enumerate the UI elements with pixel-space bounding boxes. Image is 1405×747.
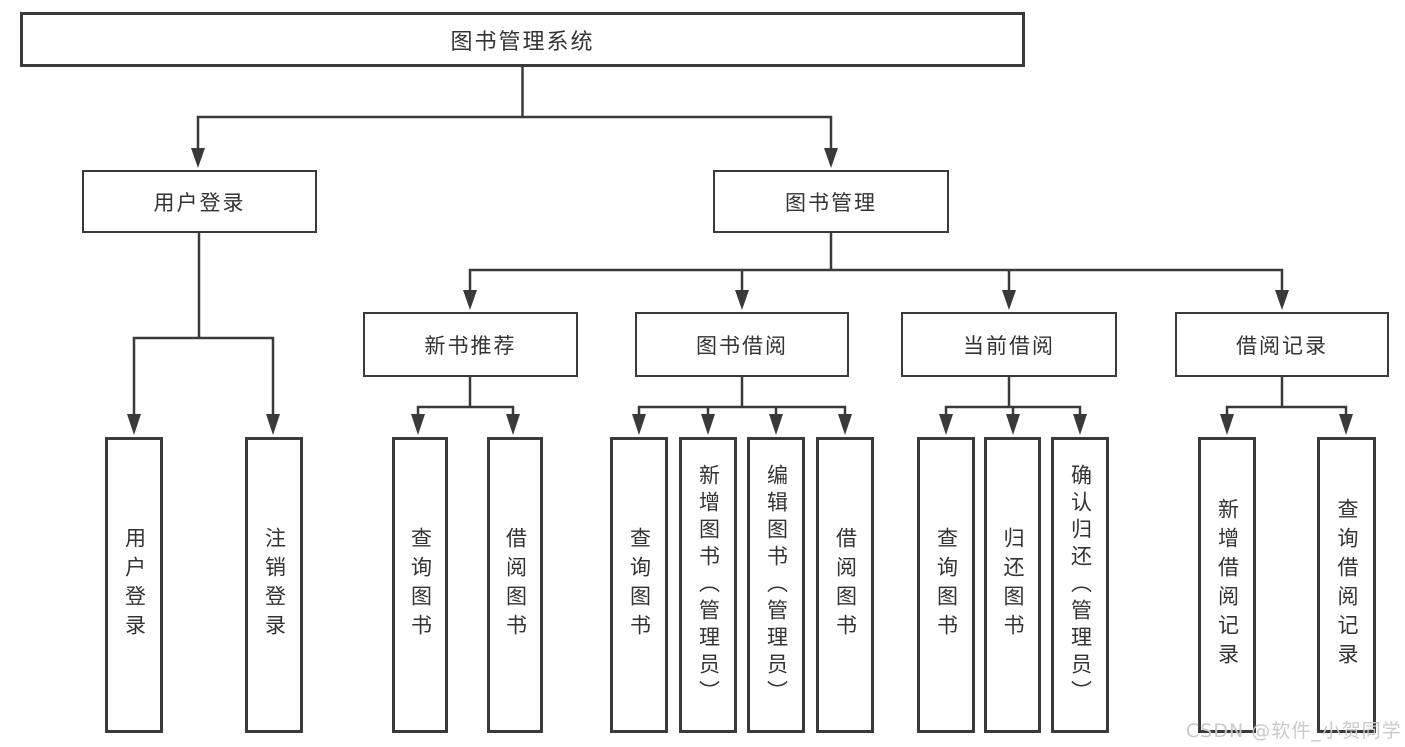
watermark: CSDN @软件_小贺同学 [1186,720,1402,742]
node-root-label: 图书管理系统 [450,29,595,55]
leaf-nbr-borrow-books-label: 借阅图书 [503,527,528,643]
node-borrow-records-label: 借阅记录 [1236,333,1328,358]
leaf-cb-return-books-label: 归还图书 [1001,527,1025,643]
leaf-bb-borrow-books-label: 借阅图书 [833,527,858,643]
leaf-logout: 注销登录 [245,437,303,733]
node-user-login-label: 用户登录 [153,190,246,215]
leaf-user-login-label: 用户登录 [122,527,147,643]
leaf-cb-confirm-return-admin-label: 确认归还（管理员） [1068,463,1093,707]
node-new-book-recommend: 新书推荐 [363,312,578,377]
node-root: 图书管理系统 [20,12,1025,67]
leaf-bb-add-book-admin: 新增图书（管理员） [679,437,737,733]
node-current-borrow: 当前借阅 [901,312,1117,377]
leaf-user-login: 用户登录 [105,437,163,733]
node-book-management: 图书管理 [713,170,949,233]
leaf-cb-confirm-return-admin: 确认归还（管理员） [1051,437,1109,733]
leaf-nbr-borrow-books: 借阅图书 [487,437,543,733]
node-book-management-label: 图书管理 [785,190,877,215]
leaf-nbr-query-books: 查询图书 [392,437,448,733]
leaf-bb-edit-book-admin-label: 编辑图书（管理员） [764,463,789,707]
node-book-borrow-label: 图书借阅 [696,333,788,358]
node-borrow-records: 借阅记录 [1175,312,1389,377]
node-book-borrow: 图书借阅 [635,312,849,377]
leaf-br-query-borrow-record-label: 查询借阅记录 [1335,498,1359,672]
leaf-br-add-borrow-record: 新增借阅记录 [1198,437,1256,733]
leaf-br-query-borrow-record: 查询借阅记录 [1317,437,1376,733]
node-new-book-recommend-label: 新书推荐 [424,333,517,358]
leaf-cb-return-books: 归还图书 [984,437,1041,733]
leaf-cb-query-books-label: 查询图书 [934,527,959,643]
leaf-bb-query-books: 查询图书 [610,437,668,733]
leaf-nbr-query-books-label: 查询图书 [408,527,433,643]
leaf-bb-query-books-label: 查询图书 [627,527,652,643]
leaf-bb-add-book-admin-label: 新增图书（管理员） [696,463,721,707]
leaf-cb-query-books: 查询图书 [917,437,975,733]
leaf-br-add-borrow-record-label: 新增借阅记录 [1215,498,1240,672]
node-current-borrow-label: 当前借阅 [963,333,1055,358]
leaf-bb-borrow-books: 借阅图书 [816,437,874,733]
leaf-bb-edit-book-admin: 编辑图书（管理员） [747,437,805,733]
leaf-logout-label: 注销登录 [262,527,287,643]
node-user-login: 用户登录 [82,170,317,233]
